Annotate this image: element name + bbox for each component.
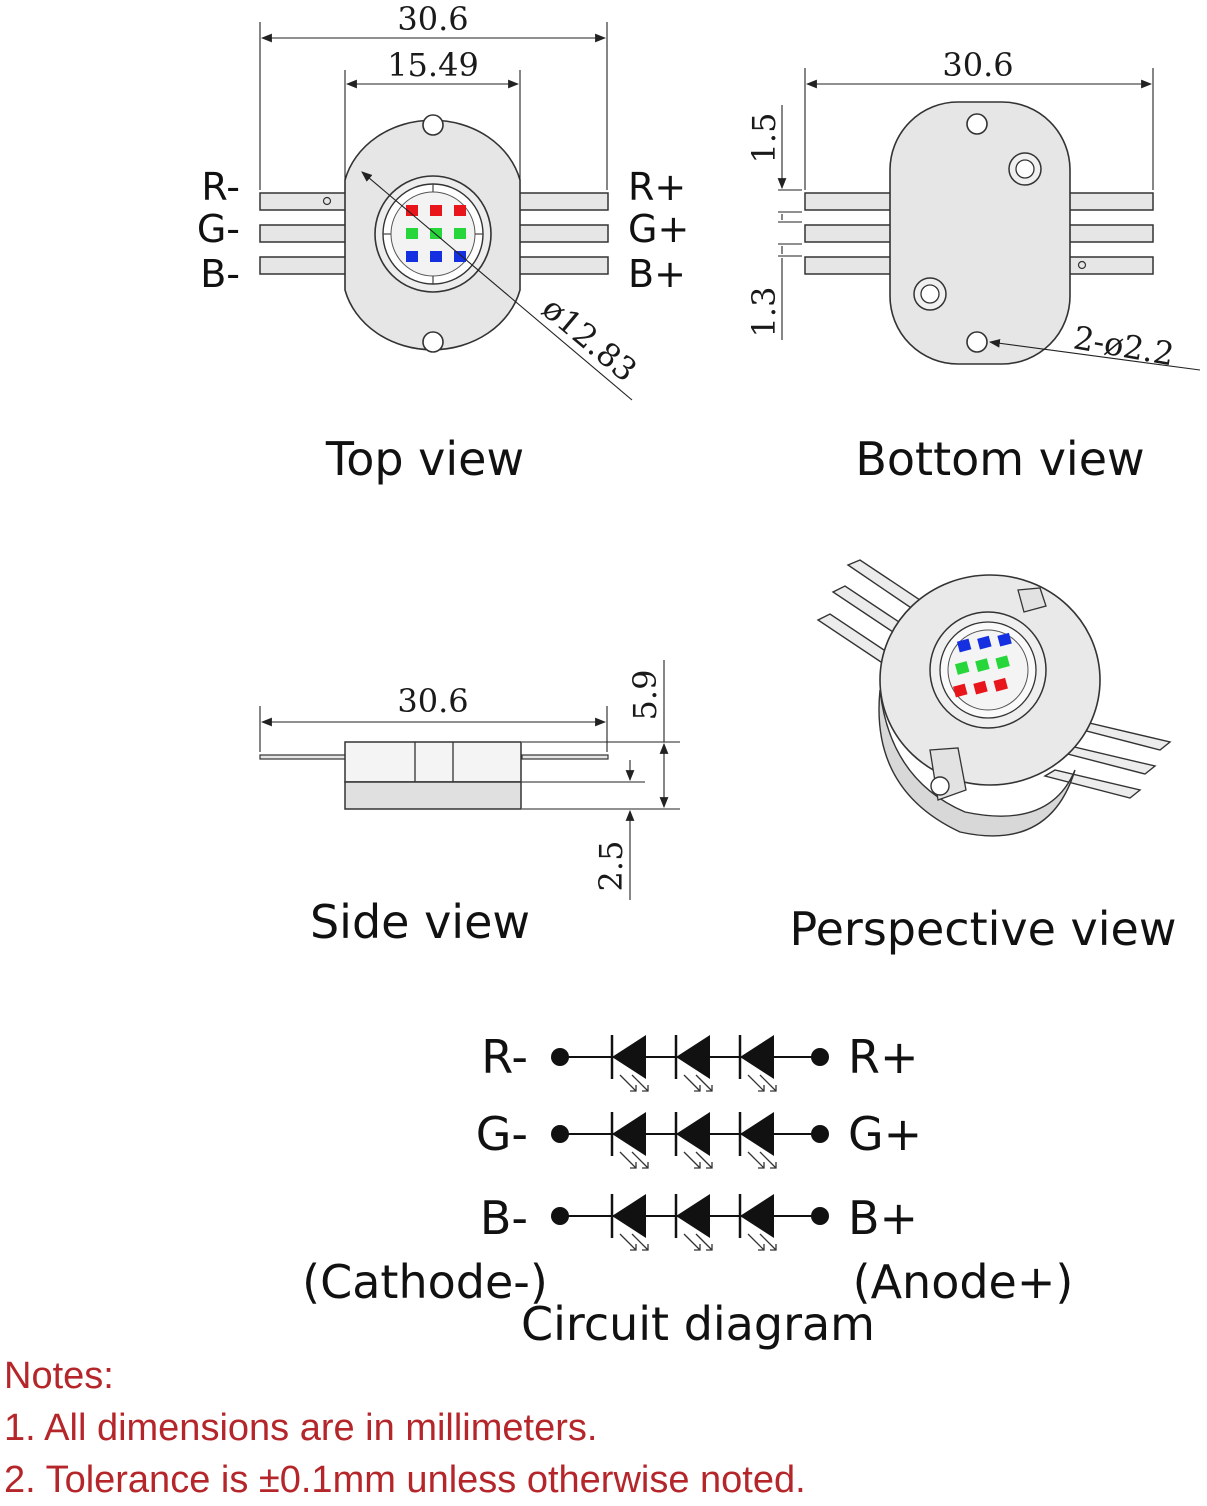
circuit-terminal-anode-b [811, 1207, 829, 1225]
perspective-chip-green-2 [975, 658, 990, 672]
top-chip-green-2 [430, 228, 442, 239]
top-view-inner-dim: 15.49 [387, 46, 479, 84]
perspective-chip-green-3 [995, 655, 1010, 670]
diode-g-2 [674, 1112, 713, 1169]
diode-r-1 [610, 1035, 649, 1092]
side-view-width-dim: 30.6 [397, 682, 468, 720]
top-view-chips [406, 205, 466, 262]
top-pin-label-r-minus: R- [201, 165, 240, 209]
led-drawing-canvas: 30.6 15.49 ø12.83 R- G- B- R+ G+ B+ Top … [197, 0, 1201, 1350]
top-pin-label-r-plus: R+ [628, 165, 686, 209]
notes-line-1: 1. All dimensions are in millimeters. [4, 1407, 598, 1449]
top-chip-red-1 [406, 205, 418, 216]
circuit-terminal-cathode-b [551, 1207, 569, 1225]
circuit-right-label-b: B+ [848, 1191, 918, 1245]
diode-g-3 [738, 1112, 777, 1169]
side-view: 30.6 5.9 2.5 Side view [259, 660, 680, 949]
top-view-caption: Top view [325, 432, 524, 486]
perspective-body-base [878, 689, 1076, 837]
side-view-body-base [344, 781, 522, 810]
bottom-view-width-dim: 30.6 [942, 46, 1013, 84]
perspective-chip-green-1 [954, 661, 970, 675]
top-pin-label-g-minus: G- [197, 207, 240, 251]
diode-b-1 [610, 1194, 649, 1251]
side-view-caption: Side view [310, 895, 530, 949]
top-view-diameter-dim: ø12.83 [535, 289, 644, 389]
bottom-view-top-dim: 1.5 [745, 113, 783, 164]
circuit-left-label-r: R- [481, 1030, 528, 1084]
diode-g-1 [610, 1112, 649, 1169]
circuit-cathode-label: (Cathode-) [302, 1255, 548, 1309]
side-view-body-top [344, 741, 522, 783]
side-view-lead-dim: 2.5 [592, 841, 630, 892]
perspective-chip-red-2 [973, 680, 988, 695]
top-chip-blue-2 [430, 251, 442, 262]
perspective-view: Perspective view [790, 559, 1177, 956]
top-chip-green-1 [406, 228, 418, 239]
notes-title: Notes: [4, 1355, 114, 1397]
circuit-right-label-r: R+ [848, 1030, 919, 1084]
top-chip-blue-1 [406, 251, 418, 262]
top-view: 30.6 15.49 ø12.83 R- G- B- R+ G+ B+ Top … [197, 0, 689, 486]
perspective-chip-blue-3 [997, 632, 1012, 647]
circuit-left-label-g: G- [476, 1107, 528, 1161]
top-chip-red-3 [454, 205, 466, 216]
circuit-diagram [551, 1035, 829, 1251]
perspective-view-chips [953, 632, 1012, 698]
bottom-view-body [889, 101, 1071, 365]
side-view-height-dim: 5.9 [626, 670, 664, 721]
top-pin-label-b-plus: B+ [628, 252, 686, 296]
bottom-view-holes-dim: 2-ø2.2 [1071, 318, 1177, 373]
circuit-terminal-cathode-r [551, 1048, 569, 1066]
top-chip-blue-3 [454, 251, 466, 262]
circuit-left-label-b: B- [480, 1191, 528, 1245]
circuit-terminal-anode-g [811, 1125, 829, 1143]
top-view-width-dim: 30.6 [397, 0, 468, 38]
diode-b-3 [738, 1194, 777, 1251]
perspective-chip-blue-2 [977, 635, 992, 650]
circuit-diagram-caption: Circuit diagram [521, 1297, 875, 1350]
notes-line-2: 2. Tolerance is ±0.1mm unless otherwise … [4, 1459, 806, 1501]
perspective-chip-blue-1 [956, 638, 972, 653]
top-pin-label-b-minus: B- [200, 252, 240, 296]
perspective-view-caption: Perspective view [790, 902, 1177, 956]
perspective-chip-red-3 [993, 677, 1008, 692]
diode-r-3 [738, 1035, 777, 1092]
diode-r-2 [674, 1035, 713, 1092]
top-chip-red-2 [430, 205, 442, 216]
bottom-view-bottom-dim: 1.3 [745, 287, 783, 338]
circuit-anode-label: (Anode+) [853, 1255, 1074, 1309]
perspective-chip-red-1 [953, 683, 968, 698]
circuit-right-label-g: G+ [848, 1107, 922, 1161]
circuit-terminal-cathode-g [551, 1125, 569, 1143]
diode-b-2 [674, 1194, 713, 1251]
bottom-view: 30.6 1.5 1.3 2-ø2.2 Bottom view [745, 46, 1201, 486]
top-chip-green-3 [454, 228, 466, 239]
notes-block: Notes: 1. All dimensions are in millimet… [4, 1350, 806, 1506]
bottom-view-caption: Bottom view [855, 432, 1144, 486]
circuit-terminal-anode-r [811, 1048, 829, 1066]
top-pin-label-g-plus: G+ [628, 207, 689, 251]
